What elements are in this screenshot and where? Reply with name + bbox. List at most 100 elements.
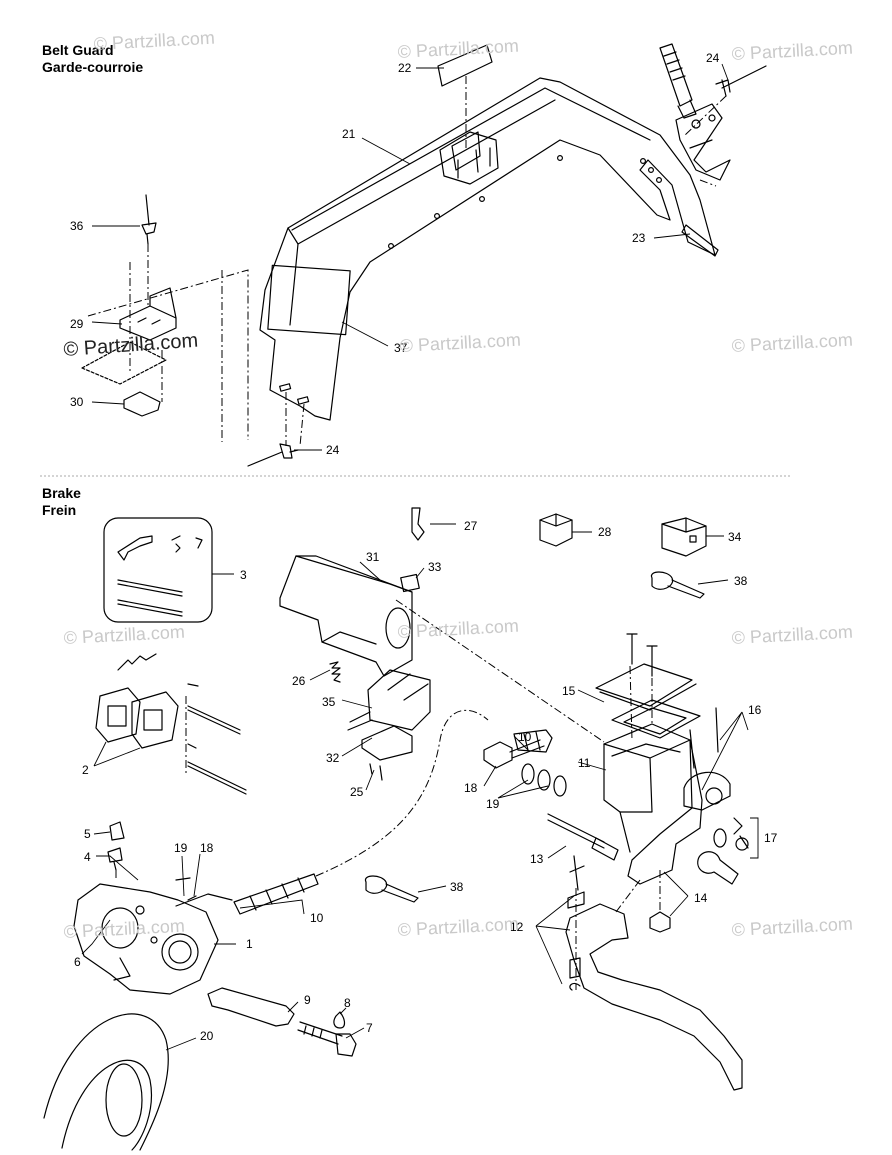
- watermark: © Partzilla.com: [63, 916, 185, 942]
- belt-guard-callouts: 22 24 21 36 23 29 37 30 24: [70, 51, 720, 457]
- callout-26: 26: [292, 674, 306, 688]
- watermark: © Partzilla.com: [397, 616, 519, 642]
- part-3-pin-kit: [103, 517, 213, 623]
- callout-33: 33: [428, 560, 442, 574]
- dash-housing-to-cylinder: [395, 599, 605, 743]
- part-5-cap: [109, 821, 125, 841]
- callout-13: 13: [530, 852, 544, 866]
- callout-2: 2: [82, 763, 89, 777]
- callout-25: 25: [350, 785, 364, 799]
- callout-7: 7: [366, 1021, 373, 1035]
- callout-23: 23: [632, 231, 646, 245]
- spark-plug-holder: [675, 103, 731, 181]
- brake-title-fr: Frein: [42, 502, 77, 518]
- callout-12: 12: [510, 920, 524, 934]
- part-27-clip: [411, 507, 425, 541]
- callout-3: 3: [240, 568, 247, 582]
- callout-8: 8: [344, 996, 351, 1010]
- part-38-tie-wrap-lower: [364, 875, 419, 903]
- part-1-caliper: [73, 877, 233, 995]
- callout-37: 37: [394, 341, 408, 355]
- callout-17: 17: [764, 831, 778, 845]
- watermark: © Partzilla.com: [731, 622, 853, 648]
- part-29-bracket: [119, 287, 177, 341]
- callout-1: 1: [246, 937, 253, 951]
- part-36-rivet: [141, 194, 157, 245]
- part-21-belt-guard: [259, 77, 716, 421]
- part-15-screws: [626, 633, 658, 677]
- part-33-label: [400, 573, 420, 593]
- part-9-bracket: [207, 987, 295, 1027]
- watermark: © Partzilla.com: [63, 622, 185, 648]
- part-18-banjo-bolt: [483, 739, 545, 769]
- part-12-lever: [565, 855, 743, 1091]
- callout-35: 35: [322, 695, 336, 709]
- callout-19-left: 19: [174, 841, 188, 855]
- callout-22: 22: [398, 61, 412, 75]
- callout-28: 28: [598, 525, 612, 539]
- part-26-spring: [329, 661, 341, 683]
- dash-36-to-29: [129, 244, 163, 402]
- part-24-rivet-lower: [247, 443, 299, 467]
- callout-10-upper: 10: [518, 730, 532, 744]
- callout-19-right: 19: [486, 797, 500, 811]
- callout-21: 21: [342, 127, 356, 141]
- part-8-threadlock: [333, 1011, 346, 1029]
- callout-30: 30: [70, 395, 84, 409]
- callout-15: 15: [562, 684, 576, 698]
- watermark: © Partzilla.com: [93, 28, 215, 54]
- part-10-brake-hose: [233, 729, 553, 915]
- callout-14: 14: [694, 891, 708, 905]
- watermark-strong: © Partzilla.com: [63, 330, 199, 361]
- part-11-master-cylinder: [603, 723, 703, 885]
- belt-guard-title: Belt Guard Garde-courroie: [42, 42, 143, 76]
- watermark: © Partzilla.com: [731, 38, 853, 64]
- part-13-pushrod: [547, 813, 619, 861]
- callout-38-lower: 38: [450, 880, 464, 894]
- dash-guard-to-24: [285, 392, 305, 447]
- callout-24-lower: 24: [326, 443, 340, 457]
- callout-29: 29: [70, 317, 84, 331]
- callout-32: 32: [326, 751, 340, 765]
- watermark: © Partzilla.com: [731, 914, 853, 940]
- part-14-nut: [649, 911, 671, 933]
- dash-24-to-guard: [683, 95, 727, 187]
- callout-4: 4: [84, 850, 91, 864]
- callout-5: 5: [84, 827, 91, 841]
- dash-lever-axis: [575, 879, 641, 990]
- callout-9: 9: [304, 993, 311, 1007]
- part-2-brake-pads: [95, 653, 247, 795]
- callout-11: 11: [578, 756, 591, 770]
- callout-18-left: 18: [200, 841, 214, 855]
- callout-34: 34: [728, 530, 742, 544]
- part-7-bolt: [297, 1021, 357, 1057]
- part-24-rivet-upper: [715, 65, 767, 97]
- part-17-pivot: [713, 817, 749, 851]
- watermark: © Partzilla.com: [397, 914, 519, 940]
- part-14-bushing: [697, 851, 739, 885]
- spark-plug: [659, 43, 697, 119]
- part-15-cover: [595, 663, 701, 739]
- dash-cylinder-screws: [629, 665, 653, 741]
- callout-36: 36: [70, 219, 84, 233]
- part-38-tie-wrap-upper: [650, 571, 705, 599]
- callout-20: 20: [200, 1029, 214, 1043]
- part-31-housing: [279, 555, 413, 677]
- belt-guard-title-fr: Garde-courroie: [42, 59, 144, 75]
- part-25-screws: [369, 763, 383, 781]
- part-29-clip-pad: [81, 341, 167, 385]
- part-34-connector: [661, 517, 707, 557]
- part-32-bracket: [361, 725, 413, 761]
- callout-27: 27: [464, 519, 478, 533]
- part-35-switch: [347, 669, 431, 731]
- callout-31: 31: [366, 550, 380, 564]
- callout-18-right: 18: [464, 781, 478, 795]
- dash-box-guard: [87, 269, 249, 442]
- part-4-bleeder: [107, 847, 123, 871]
- callout-38-upper: 38: [734, 574, 748, 588]
- watermark: © Partzilla.com: [399, 330, 521, 356]
- callout-24-upper: 24: [706, 51, 720, 65]
- part-22-label: [437, 44, 493, 87]
